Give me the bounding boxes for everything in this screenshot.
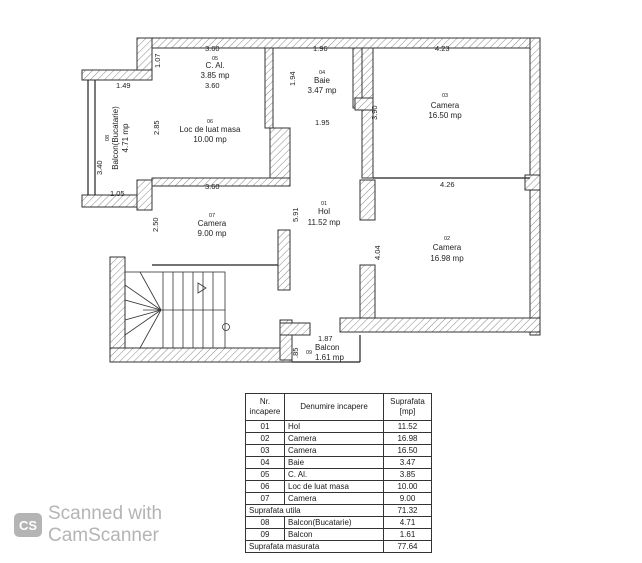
svg-text:05: 05 [212,56,218,62]
svg-text:Balcon(Bucatarie): Balcon(Bucatarie) [111,106,120,170]
svg-text:09: 09 [306,350,312,356]
room-label-03: 03 Camera 16.50 mp [428,93,462,120]
svg-text:Hol: Hol [318,207,330,216]
svg-text:06: 06 [207,119,213,125]
dimension: 1.87 [318,334,333,343]
svg-text:01: 01 [321,201,327,207]
area-table: Nr. incapere Denumire incapere Suprafata… [245,393,432,553]
svg-text:1.61 mp: 1.61 mp [315,353,344,362]
camscanner-watermark: CS Scanned with CamScanner [14,503,239,547]
svg-text:04: 04 [319,70,325,76]
floor-plan: 3.60 1.07 1.96 1.94 4.23 1.49 3.60 3.40 … [81,37,541,363]
svg-text:10.00 mp: 10.00 mp [193,135,227,144]
svg-text:Balcon: Balcon [315,343,339,352]
svg-text:08: 08 [105,135,111,141]
dimension: 1.05 [110,189,125,198]
room-label-08: 08 Balcon(Bucatarie) 4.71 mp [105,106,130,170]
header-nr: Nr. incapere [245,393,285,421]
dimension: 1.07 [153,53,162,68]
dimension: 1.95 [315,118,330,127]
svg-text:4.71 mp: 4.71 mp [121,123,130,152]
room-label-07: 07 Camera 9.00 mp [198,213,227,238]
svg-text:Camera: Camera [198,219,227,228]
svg-text:11.52 mp: 11.52 mp [308,218,341,227]
walls [81,37,541,363]
dimension: 3.90 [370,105,379,120]
svg-text:3.85 mp: 3.85 mp [201,71,230,80]
svg-text:02: 02 [444,236,450,242]
dimension: 2.85 [152,120,161,135]
room-label-01: 01 Hol 11.52 mp [308,201,341,227]
dimension: 3.60 [205,44,220,53]
svg-text:03: 03 [442,93,448,99]
svg-text:Loc de luat masa: Loc de luat masa [180,125,241,134]
svg-text:16.98 mp: 16.98 mp [430,254,464,263]
svg-text:3.47 mp: 3.47 mp [308,86,337,95]
dimension: 1.94 [288,71,297,86]
room-label-09: 09 Balcon 1.61 mp [306,343,345,362]
dimension: 1.96 [313,44,328,53]
svg-text:9.00 mp: 9.00 mp [198,229,227,238]
dimension: 5.91 [291,207,300,222]
svg-text:07: 07 [209,213,215,219]
svg-text:C. Al.: C. Al. [205,61,224,70]
dimension: 4.26 [440,180,455,189]
header-suprafata: Suprafata [mp] [383,393,432,421]
svg-text:Camera: Camera [431,101,460,110]
svg-text:16.50 mp: 16.50 mp [428,111,462,120]
dimension: 3.60 [205,182,220,191]
dimension: 4.04 [373,245,382,260]
dimension: 3.40 [95,160,104,175]
dimension: 4.23 [435,44,450,53]
room-label-05: 05 C. Al. 3.85 mp [201,56,230,80]
room-label-06: 06 Loc de luat masa 10.00 mp [180,119,241,144]
staircase [124,271,230,349]
header-denumire: Denumire incapere [284,393,384,421]
camscanner-logo-icon: CS [14,513,42,537]
watermark-text: Scanned with CamScanner [48,503,163,546]
room-label-04: 04 Baie 3.47 mp [308,70,337,95]
room-label-02: 02 Camera 16.98 mp [430,236,464,263]
svg-text:Baie: Baie [314,76,331,85]
svg-text:Camera: Camera [433,243,462,252]
dimension: 2.50 [151,217,160,232]
dimensions: 3.60 1.07 1.96 1.94 4.23 1.49 3.60 3.40 … [95,44,455,358]
dimension: 3.60 [205,81,220,90]
dimension: 1.49 [116,81,131,90]
table-header: Nr. incapere Denumire incapere Suprafata… [245,393,432,421]
dimension: .85 [291,348,300,358]
